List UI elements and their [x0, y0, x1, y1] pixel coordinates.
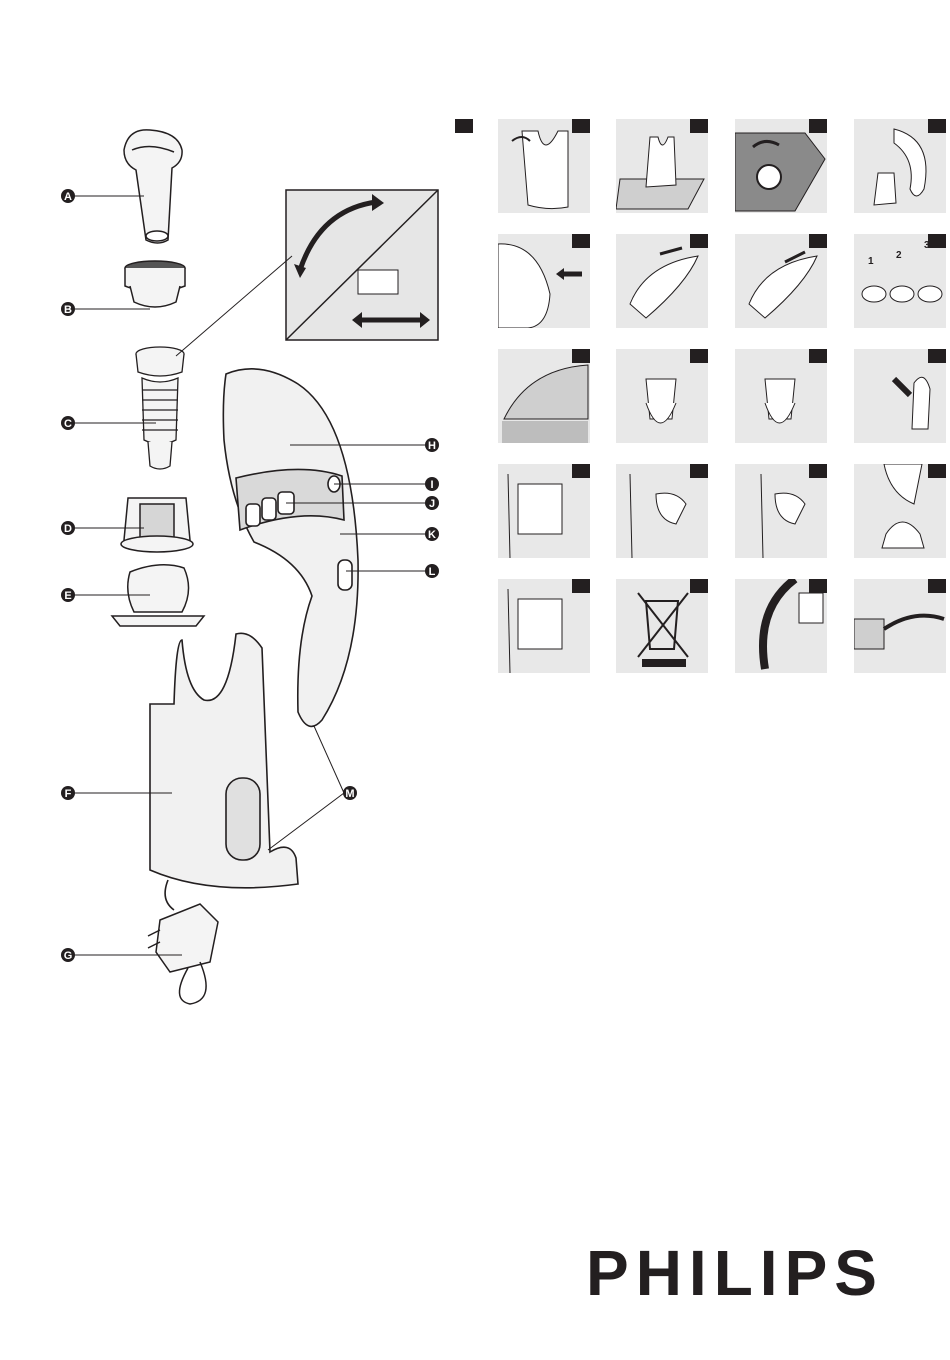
callout-I: I	[425, 477, 439, 491]
step-number-tag	[928, 464, 946, 478]
step-panel-pull-filter-bag	[616, 464, 708, 558]
callout-C: C	[61, 416, 75, 430]
callout-K: K	[425, 527, 439, 541]
step-number-tag	[572, 119, 590, 133]
svg-text:K: K	[428, 529, 436, 541]
step-panel-crossed-out-bin	[616, 579, 708, 673]
brush-illustration	[125, 261, 185, 307]
lift-filter-out-icon	[616, 349, 708, 443]
svg-text:C: C	[64, 418, 72, 430]
callout-G: G	[61, 948, 75, 962]
step-number-tag	[572, 234, 590, 248]
step-panel-stand-on-floor	[616, 119, 708, 213]
step-number-tag	[928, 579, 946, 593]
callout-L: L	[425, 564, 439, 578]
nozzle-usage-inset	[286, 190, 438, 340]
stand-on-floor-icon	[616, 119, 708, 213]
step-number-tag	[928, 119, 946, 133]
svg-text:J: J	[429, 498, 435, 510]
svg-text:L: L	[429, 566, 436, 578]
step-panel-unlock-filter	[498, 464, 590, 558]
callout-A: A	[61, 189, 75, 203]
brand-logo: PHILIPS	[586, 1238, 886, 1308]
charging-stand-illustration	[150, 633, 298, 910]
insert-filter-icon	[735, 349, 827, 443]
step-panel-open-dust-container	[498, 349, 590, 443]
pull-filter-bag-icon	[616, 464, 708, 558]
reattach-filter-icon	[498, 579, 590, 673]
step-panel-battery-removal	[735, 579, 827, 673]
step-number-tag	[690, 119, 708, 133]
step-number-tag	[572, 464, 590, 478]
step-number-tag	[809, 349, 827, 363]
step-panel-stand-wall-mount	[498, 119, 590, 213]
step-panel-remove-nozzle	[616, 234, 708, 328]
step-panel-lift-filter-out	[616, 349, 708, 443]
step-number-tag	[690, 579, 708, 593]
unlock-filter-icon	[498, 464, 590, 558]
step-number-tag	[809, 464, 827, 478]
flexible-nozzle-illustration	[136, 347, 184, 469]
step-panel-clean-filter-bag	[854, 464, 946, 558]
svg-text:I: I	[430, 479, 433, 491]
crevice-nozzle-illustration	[124, 130, 182, 243]
step-panel-accessory-in-stand	[854, 349, 946, 443]
svg-text:A: A	[64, 191, 72, 203]
battery-removal-icon	[735, 579, 827, 673]
open-dust-container-icon	[498, 349, 590, 443]
step-number-tag	[809, 579, 827, 593]
remove-filter-bag-icon	[735, 464, 827, 558]
battery-cut-wires-icon	[854, 579, 946, 673]
step-panel-battery-cut-wires	[854, 579, 946, 673]
step-number-tag	[690, 234, 708, 248]
svg-text:1: 1	[868, 256, 874, 267]
step-number-tag	[928, 349, 946, 363]
remove-nozzle-icon	[616, 234, 708, 328]
svg-text:H: H	[428, 440, 436, 452]
callout-J: J	[425, 496, 439, 510]
wall-screw-icon	[735, 119, 827, 213]
step-panel-reattach-filter	[498, 579, 590, 673]
step-panel-wall-screw	[735, 119, 827, 213]
callout-E: E	[61, 588, 75, 602]
callout-H: H	[425, 438, 439, 452]
step-panel-insert-filter	[735, 349, 827, 443]
step-number-tag	[809, 119, 827, 133]
svg-text:G: G	[64, 950, 73, 962]
svg-text:B: B	[64, 304, 72, 316]
section-marker	[455, 119, 473, 133]
step-number-tag	[572, 349, 590, 363]
accessory-in-stand-icon	[854, 349, 946, 443]
step-number-tag	[690, 464, 708, 478]
accessory-positions-1-2-3-icon: 123	[854, 234, 946, 328]
callout-D: D	[61, 521, 75, 535]
step-number-tag	[690, 349, 708, 363]
stand-wall-mount-icon	[498, 119, 590, 213]
callout-B: B	[61, 302, 75, 316]
filter-illustration	[121, 498, 193, 552]
step-panel-remove-filter-bag	[735, 464, 827, 558]
svg-text:2: 2	[896, 250, 902, 261]
svg-text:D: D	[64, 523, 72, 535]
svg-text:F: F	[65, 788, 72, 800]
svg-text:E: E	[64, 590, 71, 602]
step-number-tag	[572, 579, 590, 593]
step-panel-press-switch	[498, 234, 590, 328]
step-panel-place-appliance-in-stand	[854, 119, 946, 213]
step-panel-attach-nozzle	[735, 234, 827, 328]
press-switch-icon	[498, 234, 590, 328]
svg-text:M: M	[345, 788, 354, 800]
clean-filter-bag-icon	[854, 464, 946, 558]
callout-F: F	[61, 786, 75, 800]
callout-M: M	[343, 786, 357, 800]
step-number-tag	[928, 234, 946, 248]
attach-nozzle-icon	[735, 234, 827, 328]
adapter-illustration	[148, 904, 218, 1004]
step-number-tag	[809, 234, 827, 248]
place-appliance-in-stand-icon	[854, 119, 946, 213]
crossed-out-bin-icon	[616, 579, 708, 673]
